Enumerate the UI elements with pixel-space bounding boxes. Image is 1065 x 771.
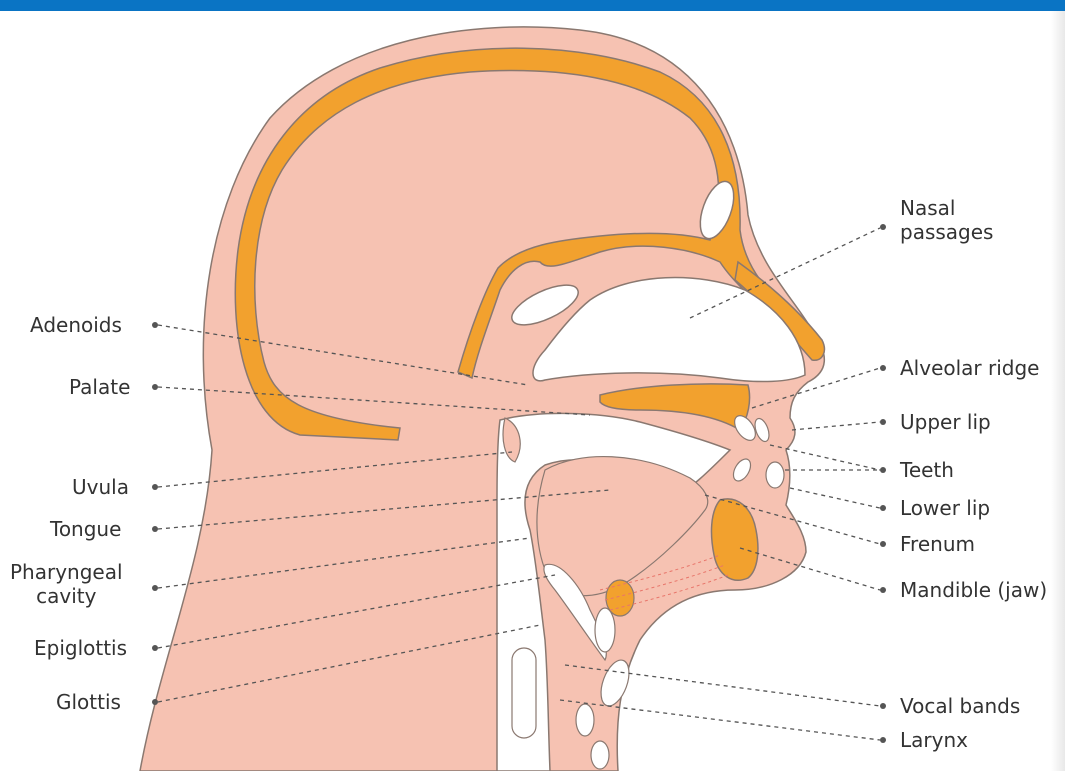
label-upper-lip: Upper lip — [900, 410, 991, 434]
label-adenoids: Adenoids — [30, 313, 122, 337]
label-tongue: Tongue — [50, 517, 121, 541]
label-epiglottis: Epiglottis — [34, 636, 127, 660]
lower-tooth-2 — [766, 462, 784, 488]
leader-dot-alveolar — [880, 365, 886, 371]
label-teeth: Teeth — [900, 458, 954, 482]
thyroid-cartilage — [595, 608, 615, 652]
trachea-ring-1 — [576, 704, 594, 736]
leader-dot-uvula — [152, 484, 158, 490]
leader-dot-larynx — [880, 737, 886, 743]
label-frenum: Frenum — [900, 532, 975, 556]
leader-dot-mandible — [880, 587, 886, 593]
leader-upper-lip — [792, 422, 880, 430]
label-palate: Palate — [69, 375, 130, 399]
leader-dot-palate — [152, 384, 158, 390]
leader-dot-upper-lip — [880, 419, 886, 425]
label-nasal-passages: Nasal passages — [900, 196, 993, 244]
leader-dot-epiglottis — [152, 645, 158, 651]
vertebra-1 — [512, 648, 536, 738]
leader-dot-pharyngeal — [152, 585, 158, 591]
leader-dot-glottis — [152, 699, 158, 705]
label-larynx: Larynx — [900, 728, 968, 752]
leader-dot-vocal-bands — [880, 703, 886, 709]
label-pharyngeal-cavity: Pharyngeal cavity — [10, 560, 123, 608]
label-pharyngeal-line1: Pharyngeal — [10, 560, 123, 584]
label-lower-lip: Lower lip — [900, 496, 990, 520]
leader-dot-teeth — [880, 467, 886, 473]
label-pharyngeal-line2: cavity — [10, 584, 123, 608]
label-nasal-line2: passages — [900, 220, 993, 244]
leader-dot-adenoids — [152, 322, 158, 328]
label-alveolar-ridge: Alveolar ridge — [900, 356, 1039, 380]
leader-dot-tongue — [152, 526, 158, 532]
leader-lower-lip — [790, 488, 880, 508]
label-uvula: Uvula — [72, 475, 129, 499]
leader-dot-lower-lip — [880, 505, 886, 511]
leader-dot-nasal — [880, 224, 886, 230]
leader-dot-frenum — [880, 541, 886, 547]
label-mandible: Mandible (jaw) — [900, 578, 1047, 602]
label-nasal-line1: Nasal — [900, 196, 993, 220]
label-vocal-bands: Vocal bands — [900, 694, 1020, 718]
trachea-ring-2 — [591, 741, 609, 769]
label-glottis: Glottis — [56, 690, 121, 714]
